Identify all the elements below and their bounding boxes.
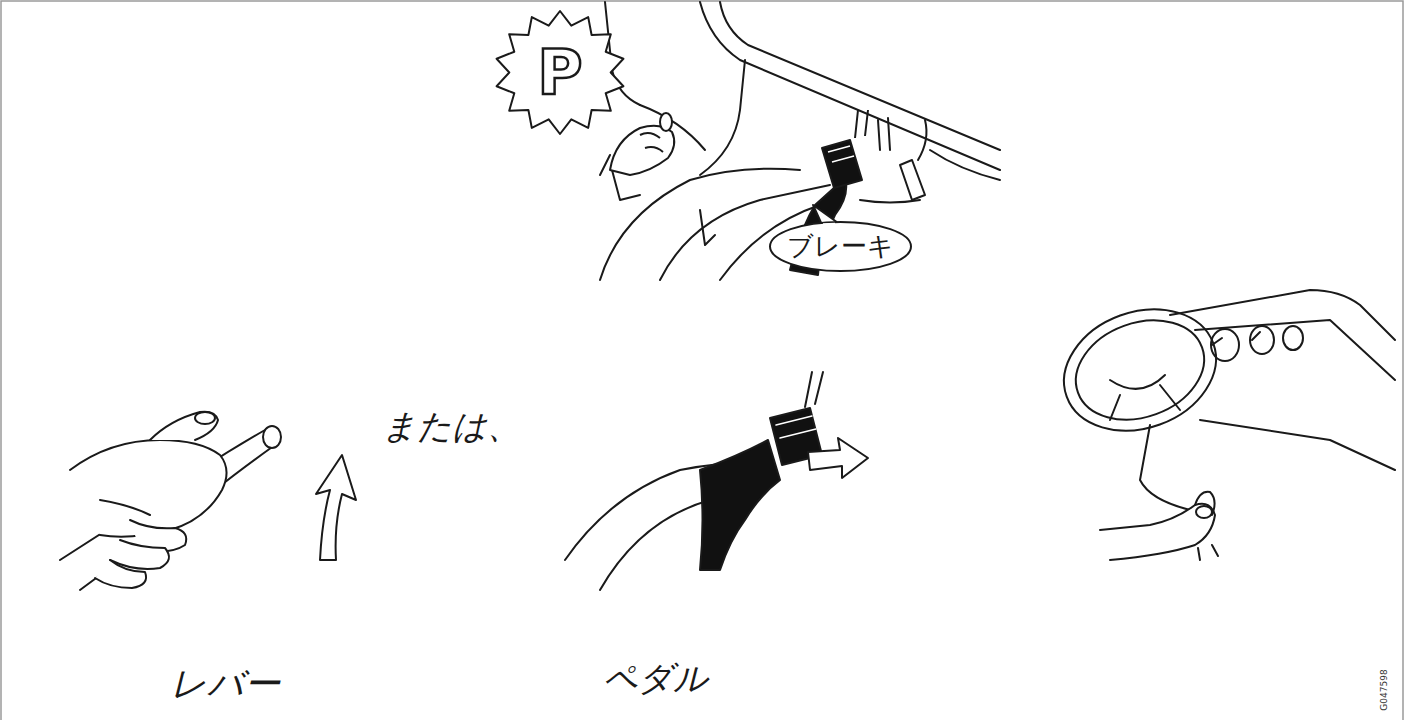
- caption-label: ペダル: [603, 656, 708, 702]
- parking-starburst: P: [495, 11, 625, 134]
- caption-label: または、: [382, 404, 521, 450]
- brake-label: ブレーキ: [787, 229, 894, 264]
- caption-label: レバー: [170, 660, 280, 709]
- foot-on-pedal: [565, 372, 823, 590]
- parking-letter: P: [537, 36, 582, 109]
- hand-on-shifter: [610, 113, 674, 175]
- speech-bubble: ブレーキ: [769, 221, 912, 272]
- figure-code: G047598: [1379, 669, 1389, 710]
- hand-on-lever: [60, 412, 281, 590]
- arrow-up: [316, 455, 356, 560]
- dashboard-sketch: [600, 2, 1000, 280]
- arrow-right: [808, 438, 868, 478]
- steering-wheel-and-key: [1047, 289, 1395, 560]
